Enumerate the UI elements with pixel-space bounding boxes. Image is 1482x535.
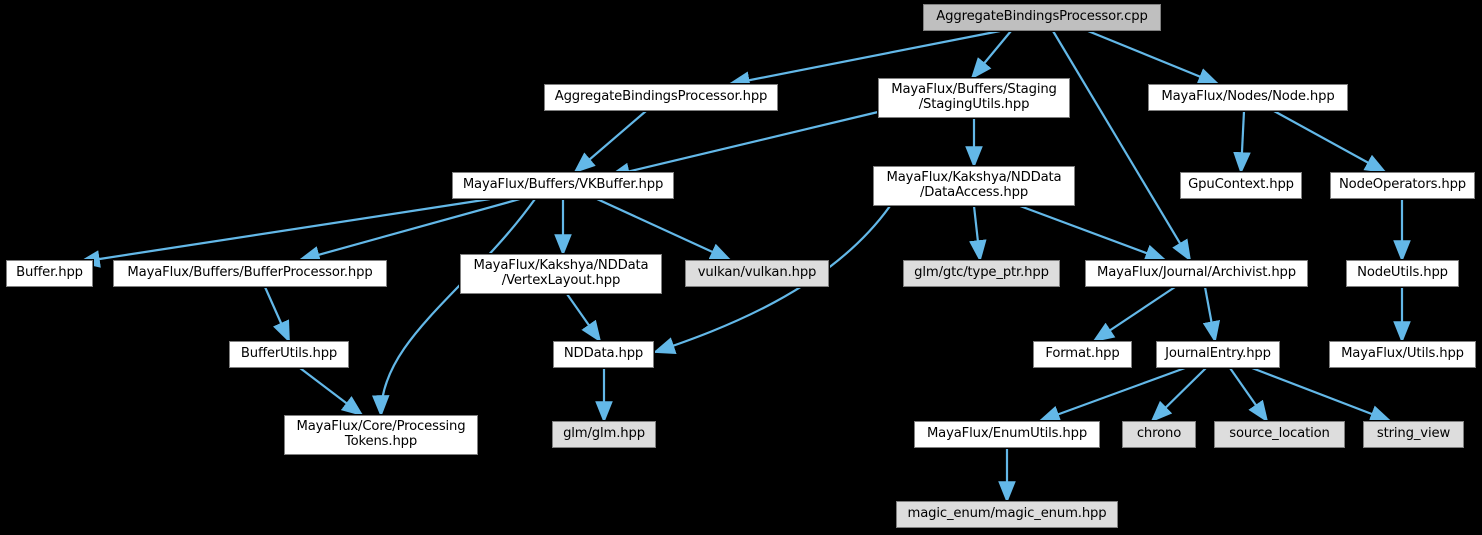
- edge-journalentry-to-string_view: [1251, 366, 1393, 423]
- node-label-bufferprocessor: MayaFlux/Buffers/BufferProcessor.hpp: [127, 265, 373, 281]
- node-magic_enum[interactable]: magic_enum/magic_enum.hpp: [895, 500, 1119, 529]
- edge-root-to-staging_utils: [970, 30, 1012, 80]
- node-label-journalentry: JournalEntry.hpp: [1165, 346, 1271, 362]
- node-label-vertexlayout: MayaFlux/Kakshya/NDData /VertexLayout.hp…: [473, 258, 649, 288]
- node-label-dataaccess: MayaFlux/Kakshya/NDData /DataAccess.hpp: [886, 170, 1062, 200]
- node-label-nodeutils: NodeUtils.hpp: [1357, 265, 1448, 281]
- edge-vkbuffer-to-buffer_hpp: [77, 197, 491, 268]
- edge-dataaccess-to-nddata: [652, 205, 891, 354]
- node-nddata[interactable]: NDData.hpp: [552, 340, 655, 369]
- node-chrono[interactable]: chrono: [1121, 420, 1197, 449]
- node-buffer_hpp[interactable]: Buffer.hpp: [5, 259, 94, 288]
- node-abp_hpp[interactable]: AggregateBindingsProcessor.hpp: [543, 83, 779, 112]
- node-dataaccess[interactable]: MayaFlux/Kakshya/NDData /DataAccess.hpp: [872, 165, 1076, 207]
- node-type_ptr[interactable]: glm/gtc/type_ptr.hpp: [902, 259, 1061, 288]
- edge-root-to-abp_hpp: [727, 29, 1001, 89]
- node-label-enumutils: MayaFlux/EnumUtils.hpp: [926, 426, 1088, 442]
- node-label-gpucontext: GpuContext.hpp: [1188, 177, 1294, 193]
- edge-bufferprocessor-to-bufferutils: [263, 286, 291, 344]
- edge-root-to-archivist: [1052, 30, 1192, 262]
- node-label-nddata: NDData.hpp: [563, 346, 644, 362]
- node-archivist[interactable]: MayaFlux/Journal/Archivist.hpp: [1084, 259, 1309, 288]
- edge-abp_hpp-to-vkbuffer: [573, 110, 647, 174]
- node-bufferutils[interactable]: BufferUtils.hpp: [228, 340, 350, 369]
- node-label-glm_glm: glm/glm.hpp: [563, 426, 645, 442]
- node-label-mf_utils: MayaFlux/Utils.hpp: [1341, 346, 1464, 362]
- edge-vkbuffer-to-bufferprocessor: [297, 197, 521, 264]
- edge-vkbuffer-to-vulkan: [596, 198, 732, 261]
- node-root[interactable]: AggregateBindingsProcessor.cpp: [922, 3, 1162, 32]
- edge-node_hpp-to-nodeoperators: [1273, 110, 1387, 174]
- node-label-vkbuffer: MayaFlux/Buffers/VKBuffer.hpp: [462, 177, 664, 193]
- edge-journalentry-to-chrono: [1150, 367, 1207, 423]
- node-journalentry[interactable]: JournalEntry.hpp: [1155, 340, 1281, 369]
- node-label-staging_utils: MayaFlux/Buffers/Staging /StagingUtils.h…: [891, 82, 1057, 112]
- edge-archivist-to-journalentry: [1202, 286, 1221, 344]
- node-format_hpp[interactable]: Format.hpp: [1032, 340, 1133, 369]
- edge-vertexlayout-to-nddata: [566, 293, 602, 343]
- node-staging_utils[interactable]: MayaFlux/Buffers/Staging /StagingUtils.h…: [877, 77, 1071, 119]
- edge-vkbuffer-to-proctokens: [371, 198, 536, 418]
- node-label-magic_enum: magic_enum/magic_enum.hpp: [907, 506, 1107, 522]
- node-label-archivist: MayaFlux/Journal/Archivist.hpp: [1097, 265, 1296, 281]
- node-node_hpp[interactable]: MayaFlux/Nodes/Node.hpp: [1147, 83, 1349, 112]
- node-label-type_ptr: glm/gtc/type_ptr.hpp: [914, 265, 1049, 281]
- node-vulkan[interactable]: vulkan/vulkan.hpp: [684, 259, 830, 288]
- node-label-abp_hpp: AggregateBindingsProcessor.hpp: [554, 89, 768, 105]
- node-label-root: AggregateBindingsProcessor.cpp: [936, 9, 1148, 25]
- node-label-buffer_hpp: Buffer.hpp: [16, 265, 83, 281]
- node-nodeoperators[interactable]: NodeOperators.hpp: [1329, 171, 1476, 200]
- edge-archivist-to-format_hpp: [1092, 286, 1176, 343]
- node-label-vulkan: vulkan/vulkan.hpp: [697, 265, 817, 281]
- node-label-node_hpp: MayaFlux/Nodes/Node.hpp: [1161, 89, 1335, 105]
- edge-dataaccess-to-type_ptr: [969, 205, 987, 263]
- node-vertexlayout[interactable]: MayaFlux/Kakshya/NDData /VertexLayout.hp…: [459, 253, 663, 295]
- node-vkbuffer[interactable]: MayaFlux/Buffers/VKBuffer.hpp: [451, 171, 675, 200]
- node-proctokens[interactable]: MayaFlux/Core/Processing Tokens.hpp: [283, 414, 479, 456]
- edge-journalentry-to-source_location: [1229, 367, 1269, 423]
- node-gpucontext[interactable]: GpuContext.hpp: [1179, 171, 1303, 200]
- node-label-chrono: chrono: [1136, 426, 1182, 442]
- node-label-format_hpp: Format.hpp: [1045, 346, 1120, 362]
- edge-dataaccess-to-archivist: [1019, 204, 1168, 262]
- edge-root-to-node_hpp: [1087, 29, 1221, 86]
- node-mf_utils[interactable]: MayaFlux/Utils.hpp: [1328, 340, 1477, 369]
- edge-journalentry-to-enumutils: [1037, 366, 1186, 423]
- node-string_view[interactable]: string_view: [1362, 420, 1465, 449]
- edge-node_hpp-to-gpucontext: [1233, 110, 1251, 175]
- node-enumutils[interactable]: MayaFlux/EnumUtils.hpp: [913, 420, 1101, 449]
- node-bufferprocessor[interactable]: MayaFlux/Buffers/BufferProcessor.hpp: [112, 259, 388, 288]
- node-source_location[interactable]: source_location: [1213, 420, 1346, 449]
- edge-staging_utils-to-vkbuffer: [607, 110, 879, 180]
- node-label-string_view: string_view: [1376, 426, 1451, 442]
- node-label-nodeoperators: NodeOperators.hpp: [1338, 177, 1467, 193]
- node-label-proctokens: MayaFlux/Core/Processing Tokens.hpp: [296, 419, 466, 449]
- edge-bufferutils-to-proctokens: [299, 367, 364, 417]
- node-glm_glm[interactable]: glm/glm.hpp: [551, 420, 657, 449]
- node-label-bufferutils: BufferUtils.hpp: [240, 346, 338, 362]
- node-nodeutils[interactable]: NodeUtils.hpp: [1345, 259, 1460, 288]
- node-label-source_location: source_location: [1229, 426, 1330, 442]
